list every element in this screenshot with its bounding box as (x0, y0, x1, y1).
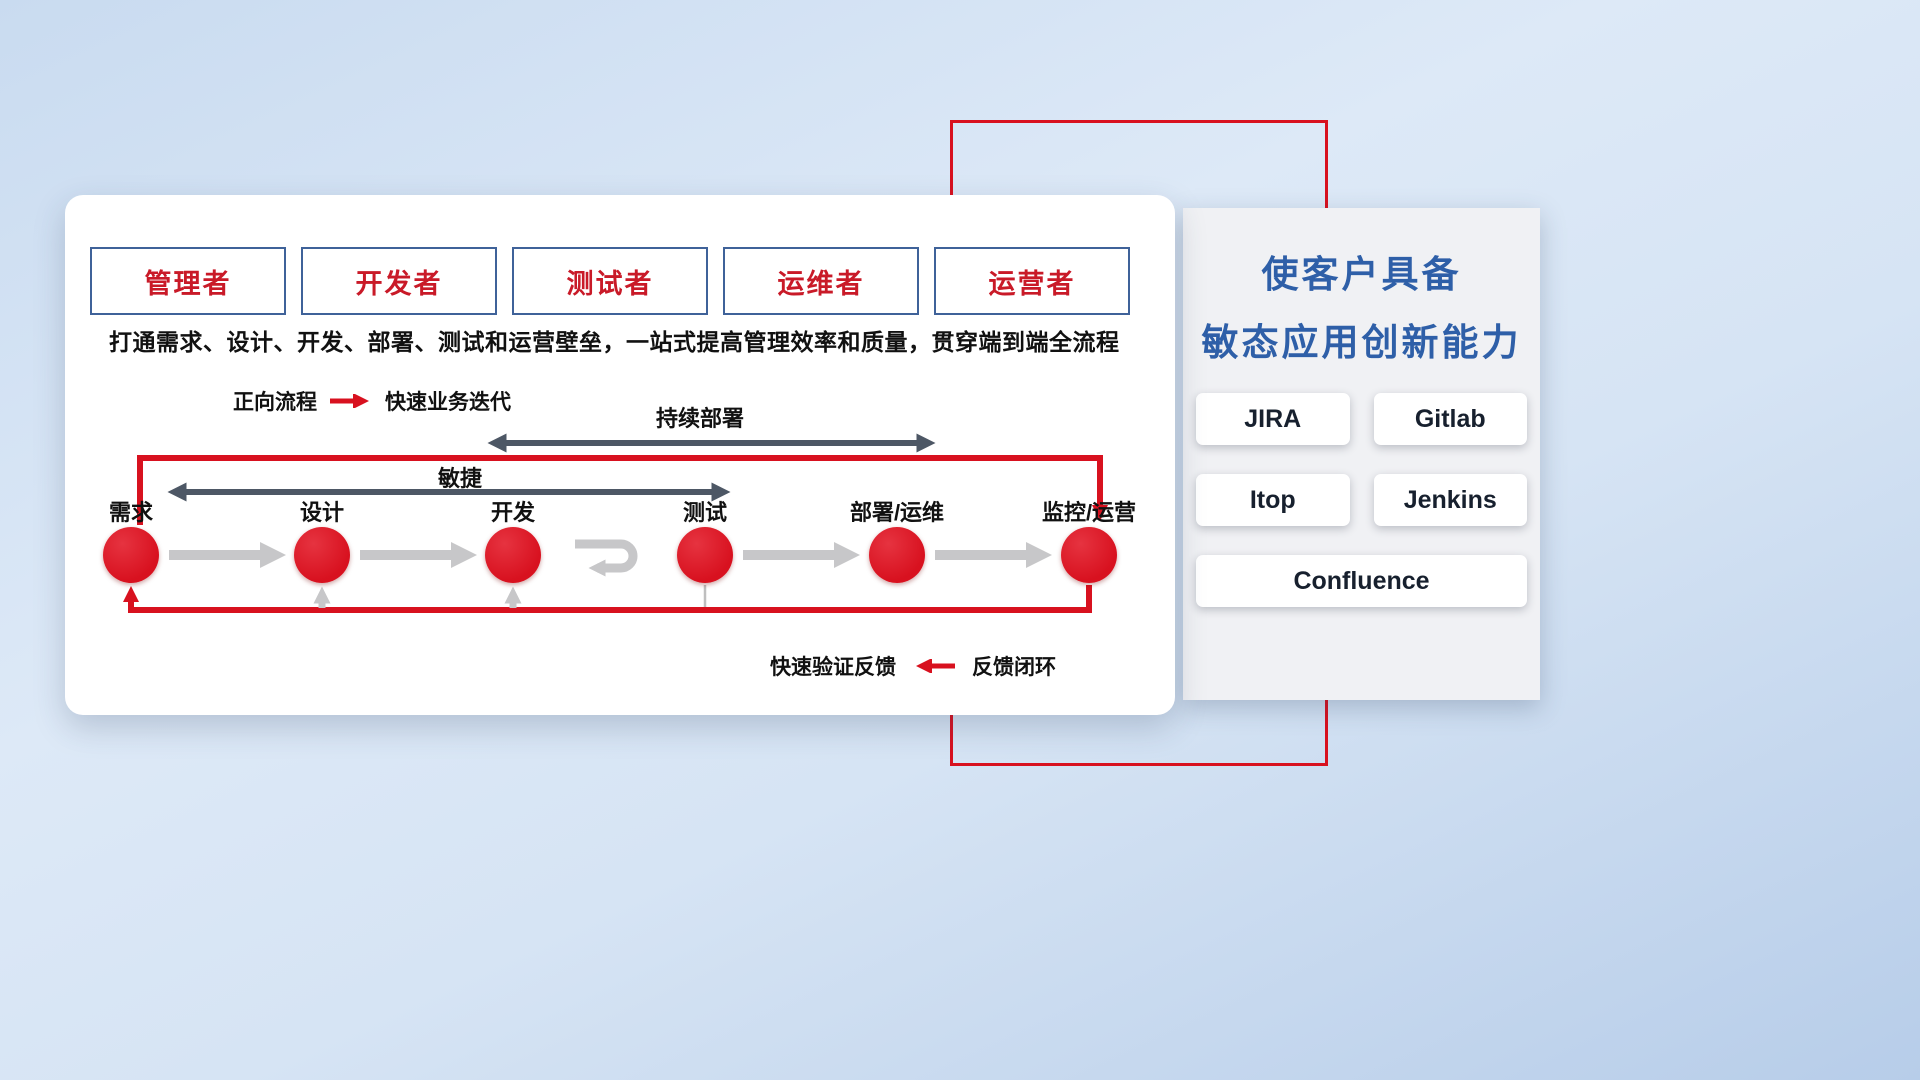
role-box-ops: 运维者 (723, 247, 919, 315)
tool-chip-itop: Itop (1196, 474, 1350, 526)
tool-chip-gitlab: Gitlab (1373, 393, 1527, 445)
description-text: 打通需求、设计、开发、部署、测试和运营壁垒，一站式提高管理效率和质量，贯穿端到端… (109, 329, 1120, 355)
role-box-developer: 开发者 (301, 247, 497, 315)
stage-label-requirements: 需求 (108, 500, 153, 525)
feedback-arrow-icon (916, 659, 955, 673)
forward-arrow-icon (330, 394, 369, 408)
role-box-tester: 测试者 (512, 247, 708, 315)
stage-circle-deploy-ops (869, 527, 925, 583)
tool-chip-jenkins: Jenkins (1373, 474, 1527, 526)
capability-title-line2: 敏态应用创新能力 (1201, 322, 1522, 363)
tool-list: JIRA Gitlab Itop Jenkins Confluence (1196, 393, 1527, 607)
role-label-ops: 运维者 (777, 268, 865, 299)
stage-circle-monitor-ops (1061, 527, 1117, 583)
role-label-operator: 运营者 (988, 268, 1076, 299)
roles-row: 管理者 开发者 测试者 运维者 运营者 (90, 247, 1130, 315)
feedback-legend-label: 快速验证反馈 (770, 656, 896, 679)
tool-chip-jira: JIRA (1196, 393, 1350, 445)
stage-label-development: 开发 (490, 500, 535, 525)
capability-panel: 使客户具备 敏态应用创新能力 JIRA Gitlab Itop Jenkins … (1183, 208, 1540, 700)
role-label-manager: 管理者 (144, 268, 232, 299)
role-label-tester: 测试者 (566, 268, 654, 299)
forward-legend-label: 正向流程 (233, 391, 317, 414)
feedback-legend-value: 反馈闭环 (972, 656, 1056, 679)
role-box-operator: 运营者 (934, 247, 1130, 315)
continuous-deploy-label: 持续部署 (655, 406, 744, 431)
iteration-loop-icon (575, 539, 638, 577)
forward-legend-value: 快速业务迭代 (385, 391, 511, 414)
stage-circle-testing (677, 527, 733, 583)
tool-chip-confluence: Confluence (1196, 555, 1527, 607)
devops-flow-panel: 管理者 开发者 测试者 运维者 运营者 打通需求、设计、开发、部署、测试和运营壁… (65, 195, 1175, 715)
stage-label-deploy-ops: 部署/运维 (849, 500, 945, 525)
stage-circle-development (485, 527, 541, 583)
agile-label: 敏捷 (437, 466, 482, 491)
stage-label-monitor-ops: 监控/运营 (1041, 500, 1137, 525)
stage-circle-requirements (103, 527, 159, 583)
feedback-legend: 快速验证反馈 反馈闭环 (770, 651, 1056, 681)
stage-circle-design (294, 527, 350, 583)
feedback-loop-line (123, 585, 1092, 613)
role-box-manager: 管理者 (90, 247, 286, 315)
stage-label-testing: 测试 (682, 500, 727, 525)
role-label-developer: 开发者 (355, 268, 443, 299)
forward-legend: 正向流程 快速业务迭代 (233, 386, 511, 416)
capability-title-line1: 使客户具备 (1261, 254, 1462, 295)
stage-label-design: 设计 (299, 500, 344, 525)
